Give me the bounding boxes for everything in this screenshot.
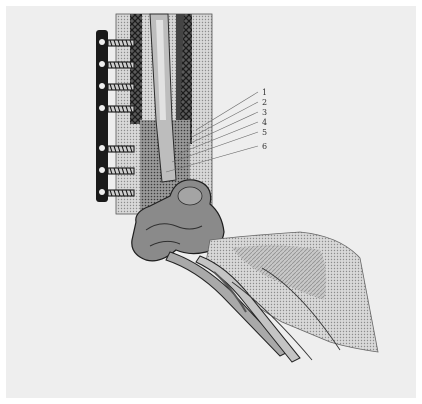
callout-number: 4 [262,118,267,127]
fixation-plate [96,30,108,202]
callout-number: 5 [262,128,267,137]
screw [108,168,134,174]
callout-number: 3 [262,108,267,117]
condyle [178,187,202,205]
screw [108,190,134,196]
callout-numbers: 1 2 3 4 5 6 [262,88,267,151]
callout-number: 2 [262,98,267,107]
screw [108,106,134,112]
screw [108,84,134,90]
screw [108,62,134,68]
screw [108,146,134,152]
plate-body [96,30,108,202]
screw [108,40,134,46]
callout-number: 6 [262,142,267,151]
callout-number: 1 [262,88,267,97]
